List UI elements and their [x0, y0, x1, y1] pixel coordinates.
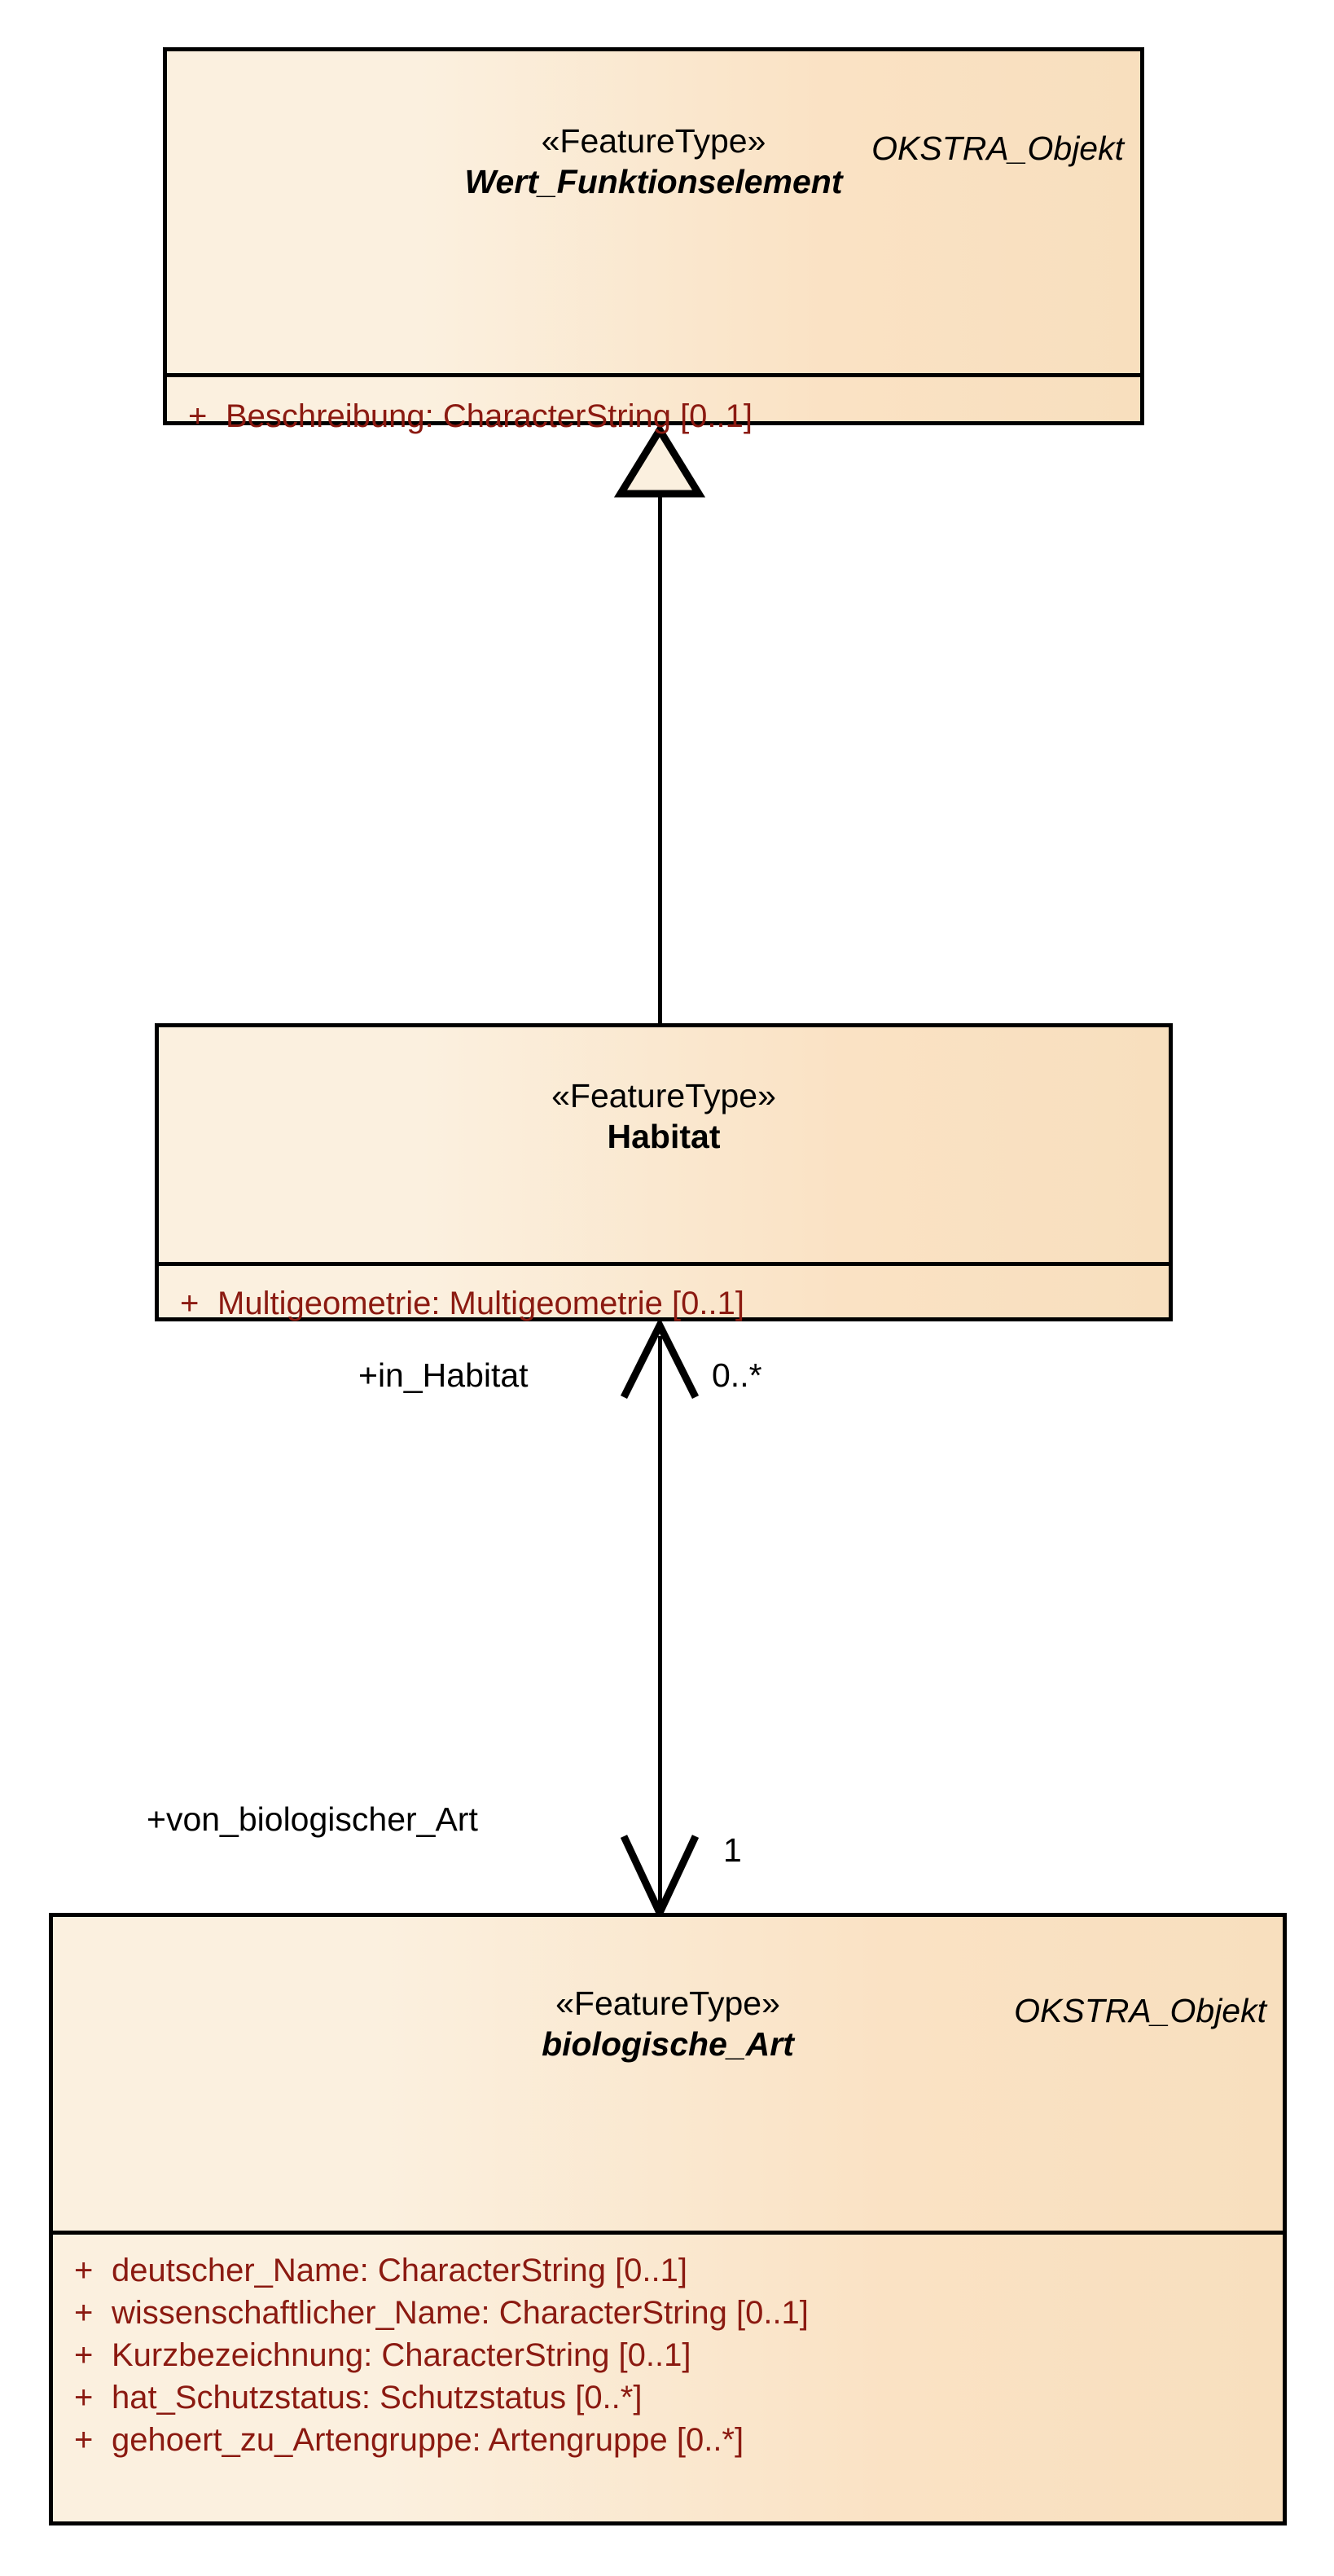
attribute-signature: Multigeometrie: Multigeometrie [0..1]: [217, 1286, 744, 1321]
class-box-habitat[interactable]: «FeatureType» Habitat + Multigeometrie: M…: [155, 1023, 1178, 1327]
compartment-divider-wert-funktionselement: [167, 373, 1140, 377]
compartment-divider-habitat: [159, 1262, 1169, 1266]
package-label-wert-funktionselement: OKSTRA_Objekt: [871, 130, 1124, 167]
stereotype-wert-funktionselement: «FeatureType»: [541, 122, 766, 160]
attribute-row: + deutscher_Name: CharacterString [0..1]: [53, 2249, 1283, 2292]
class-header-habitat: «FeatureType» Habitat: [159, 1077, 1169, 1262]
class-box-biologische-art[interactable]: OKSTRA_Objekt «FeatureType» biologische_…: [49, 1913, 1292, 2531]
generalization-line-habitat-to-wert-funktionselement: [658, 489, 662, 1023]
class-name-wert-funktionselement: Wert_Funktionselement: [464, 162, 843, 200]
attribute-visibility: +: [74, 2422, 94, 2458]
attribute-visibility: +: [180, 1286, 200, 1321]
attribute-signature: wissenschaftlicher_Name: CharacterString…: [112, 2295, 809, 2331]
class-header-biologische-art: OKSTRA_Objekt «FeatureType» biologische_…: [53, 1985, 1283, 2231]
attribute-visibility: +: [74, 2253, 94, 2288]
package-label-biologische-art: OKSTRA_Objekt: [1014, 1992, 1266, 2029]
class-name-biologische-art: biologische_Art: [542, 2024, 794, 2063]
attribute-visibility: +: [74, 2380, 94, 2416]
class-name-habitat: Habitat: [607, 1117, 721, 1155]
attribute-row: + Kurzbezeichnung: CharacterString [0..1]: [53, 2334, 1283, 2376]
attribute-row: + Multigeometrie: Multigeometrie [0..1]: [159, 1282, 1169, 1325]
stereotype-biologische-art: «FeatureType»: [555, 1985, 780, 2022]
attribute-visibility: +: [188, 398, 208, 434]
attribute-signature: Beschreibung: CharacterString [0..1]: [226, 398, 753, 434]
attribute-row: + hat_Schutzstatus: Schutzstatus [0..*]: [53, 2376, 1283, 2419]
attribute-row: + wissenschaftlicher_Name: CharacterStrin…: [53, 2292, 1283, 2334]
association-multiplicity-upper: 0..*: [712, 1356, 762, 1394]
stereotype-habitat: «FeatureType»: [551, 1077, 776, 1114]
attribute-signature: Kurzbezeichnung: CharacterString [0..1]: [112, 2337, 691, 2373]
association-role-in-habitat: +in_Habitat: [358, 1356, 529, 1394]
attribute-row: + Beschreibung: CharacterString [0..1]: [167, 395, 1140, 437]
compartment-divider-biologische-art: [53, 2231, 1283, 2235]
attribute-signature: deutscher_Name: CharacterString [0..1]: [112, 2253, 688, 2288]
attribute-compartment-wert-funktionselement: + Beschreibung: CharacterString [0..1]: [167, 377, 1140, 446]
association-multiplicity-lower: 1: [723, 1831, 742, 1869]
attribute-signature: gehoert_zu_Artengruppe: Artengruppe [0..…: [112, 2422, 744, 2458]
class-box-wert-funktionselement[interactable]: OKSTRA_Objekt «FeatureType» Wert_Funktio…: [163, 47, 1150, 434]
class-header-wert-funktionselement: OKSTRA_Objekt «FeatureType» Wert_Funktio…: [167, 122, 1140, 373]
attribute-compartment-habitat: + Multigeometrie: Multigeometrie [0..1]: [159, 1266, 1169, 1333]
association-line-habitat-to-biologische-art: [658, 1336, 662, 1914]
attribute-compartment-biologische-art: +deutscher_Name: CharacterString [0..1] …: [53, 2235, 1283, 2469]
association-role-von-biologischer-art: +von_biologischer_Art: [147, 1800, 478, 1838]
attribute-visibility: +: [74, 2295, 94, 2331]
attribute-row: + gehoert_zu_Artengruppe: Artengruppe [0.…: [53, 2419, 1283, 2461]
attribute-visibility: +: [74, 2337, 94, 2373]
attribute-signature: hat_Schutzstatus: Schutzstatus [0..*]: [112, 2380, 643, 2416]
